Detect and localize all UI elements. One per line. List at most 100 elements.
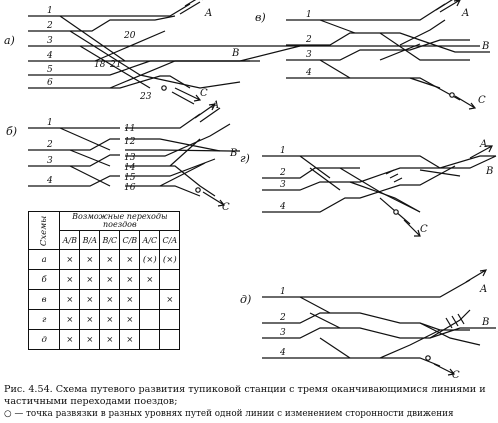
track-number: 4 [279,348,286,358]
scheme-d-track-numbers: 1 2 3 4 [279,287,286,358]
direction-label: A [479,284,487,295]
scheme-a: а) 1 2 [4,0,480,105]
scheme-cell: г [27,309,61,330]
scheme-cell: в [27,289,61,310]
scheme-a-buffer-stops [28,15,38,89]
scheme-v-track-numbers: 1 2 3 4 [305,10,312,78]
scheme-cell: б [27,269,61,290]
table-cell: × [79,249,101,270]
track-number: 4 [46,176,53,186]
direction-label: B [231,48,239,59]
track-number: 11 [124,124,135,134]
table-cell [159,309,181,330]
track-number: 3 [280,328,286,338]
table-cell: × [59,249,81,270]
column-header: C/B [119,230,141,250]
column-header: A/C [139,230,161,250]
track-number: 4 [305,68,312,78]
track-number: 1 [47,118,53,128]
direction-label: C [420,224,428,235]
table-cell: × [99,269,121,290]
direction-label: C [452,370,460,381]
table-cell: × [99,309,121,330]
table-cell: × [59,289,81,310]
column-header: C/A [159,230,181,250]
scheme-v-tracks [296,3,490,101]
track-number: 3 [47,36,53,46]
track-number: 1 [280,287,286,297]
table-cell: (×) [139,249,161,270]
scheme-a-track-numbers: 1 2 3 4 5 6 [46,6,53,88]
track-number: 1 [47,6,53,16]
scheme-g-buffer-stops [262,155,272,213]
track-number: 4 [279,202,286,212]
table-row: д × × × × [27,329,181,350]
scheme-b: б) 1 2 [6,100,240,213]
table-cell: × [119,329,141,350]
scheme-v-direction-arrows [435,0,477,110]
table-row: а × × × × (×) (×) [27,249,181,270]
table-cell [159,269,181,290]
track-number: 1 [306,10,312,20]
table-row: г × × × × [27,309,181,330]
table-cell: × [59,309,81,330]
scheme-b-label: б) [6,125,17,138]
scheme-a-switch-numbers: 20 18 21 23 [94,31,152,102]
scheme-a-tracks [38,3,480,89]
direction-label: B [481,317,489,328]
schemes-header-label: Схемы [39,215,50,246]
track-number: 2 [46,140,53,150]
column-header: B/C [99,230,121,250]
table-cell: × [79,289,101,310]
table-cell: × [79,329,101,350]
table-cell: × [119,289,141,310]
direction-label: A [204,8,212,19]
scheme-b-tracks [38,113,240,197]
switch-number: 21 [109,60,121,70]
scheme-b-buffer-stops [28,127,38,187]
figure-caption: Рис. 4.54. Схема путевого развития тупик… [4,384,496,420]
scheme-v-label: в) [255,11,266,24]
track-number: 16 [124,183,136,193]
column-header: B/A [79,230,101,250]
track-number: 2 [279,313,286,323]
scheme-a-label: а) [4,34,15,47]
direction-label: C [222,202,230,213]
scheme-g-label: г) [240,152,250,165]
track-number: 2 [305,35,312,45]
switch-number: 20 [123,31,136,41]
track-number: 14 [124,163,136,173]
table-cell: × [79,269,101,290]
table-cell: × [159,289,181,310]
track-number: 3 [306,50,312,60]
scheme-a-direction-arrows [161,0,203,105]
direction-label: B [485,166,493,177]
scheme-d-buffer-stops [262,296,272,359]
scheme-b-direction-arrows [194,103,226,207]
table-cell: (×) [159,249,181,270]
schemes-header: Схемы [27,211,61,250]
table-cell: × [59,329,81,350]
direction-label: C [200,88,208,99]
scheme-cell: а [27,249,61,270]
switch-number: 18 [94,60,106,70]
table-cell: × [119,309,141,330]
track-number: 5 [47,65,53,75]
track-number: 15 [124,173,136,183]
column-header: A/B [59,230,81,250]
track-number: 2 [46,21,53,31]
track-number: 3 [280,180,286,190]
track-number: 4 [46,51,53,61]
scheme-b-left-numbers: 1 2 3 4 [46,118,53,186]
scheme-b-right-numbers: 11 12 13 14 15 16 [124,124,136,193]
scheme-v-buffer-stops [286,19,296,79]
table-cell: × [99,289,121,310]
table-cell [159,329,181,350]
track-number: 1 [280,146,286,156]
direction-label: A [461,8,469,19]
direction-label: B [481,41,489,52]
scheme-g-direction-arrows [385,145,493,237]
track-number: 12 [124,137,136,147]
table-cell: × [59,269,81,290]
